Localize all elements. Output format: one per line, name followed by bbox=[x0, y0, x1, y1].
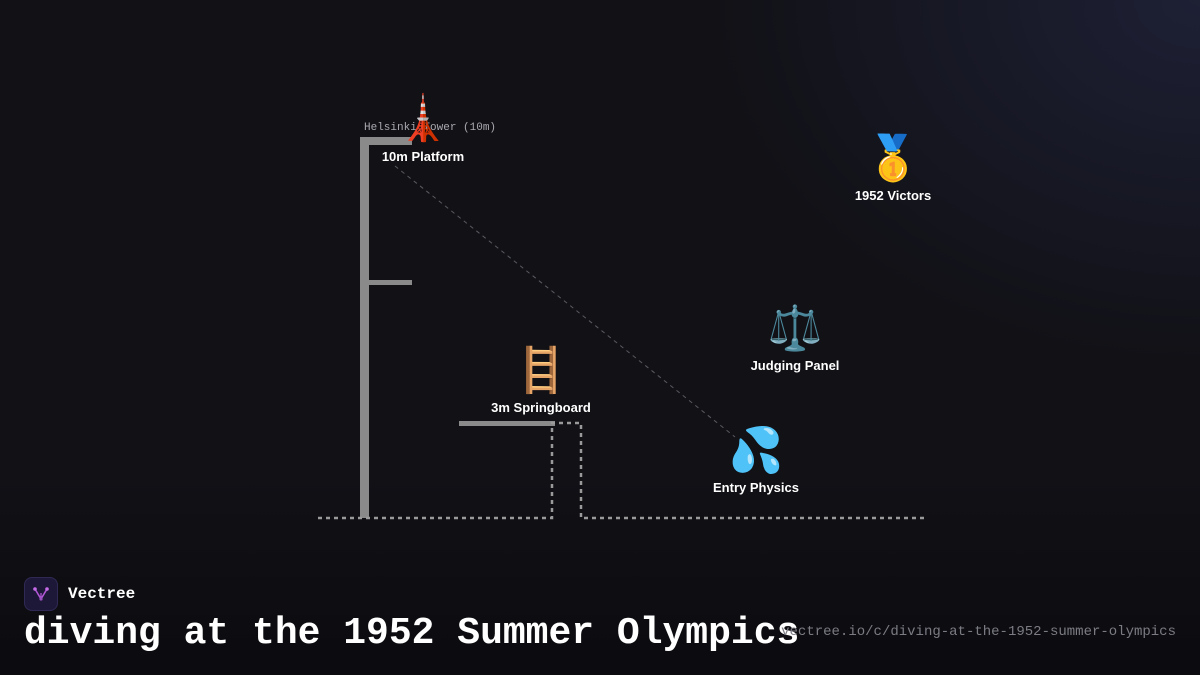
node-victors-label: 1952 Victors bbox=[854, 188, 932, 203]
node-springboard-label: 3m Springboard bbox=[491, 400, 591, 415]
node-judging-label: Judging Panel bbox=[750, 358, 840, 373]
tokyo-tower-icon: 🗼 bbox=[395, 93, 451, 144]
tower-top-platform bbox=[360, 137, 412, 145]
sweat-droplets-icon: 💦 bbox=[728, 425, 784, 476]
tower-mid-platform bbox=[369, 280, 412, 285]
balance-scale-icon: ⚖️ bbox=[767, 303, 823, 354]
pool-outline bbox=[318, 421, 925, 520]
gold-medal-icon: 🥇 bbox=[865, 133, 921, 184]
springboard-plank bbox=[459, 421, 555, 426]
node-victors[interactable]: 🥇 1952 Victors bbox=[854, 133, 932, 204]
ladder-icon: 🪜 bbox=[513, 345, 569, 396]
node-platform-label: 10m Platform bbox=[381, 149, 465, 164]
node-platform[interactable]: 🗼 10m Platform bbox=[381, 93, 465, 165]
brand[interactable]: Vectree bbox=[24, 577, 135, 611]
dive-trajectory bbox=[394, 165, 736, 438]
vectree-logo-icon bbox=[24, 577, 58, 611]
brand-name: Vectree bbox=[68, 585, 136, 603]
node-springboard[interactable]: 🪜 3m Springboard bbox=[491, 345, 591, 416]
node-entry[interactable]: 💦 Entry Physics bbox=[713, 425, 799, 496]
tower-pole bbox=[360, 137, 369, 518]
tower-caption: Helsinki Tower (10m) bbox=[364, 122, 497, 134]
node-judging[interactable]: ⚖️ Judging Panel bbox=[750, 303, 840, 374]
node-entry-label: Entry Physics bbox=[713, 480, 799, 495]
page-url[interactable]: vectree.io/c/diving-at-the-1952-summer-o… bbox=[781, 624, 1176, 640]
page-title: diving at the 1952 Summer Olympics bbox=[24, 612, 800, 655]
